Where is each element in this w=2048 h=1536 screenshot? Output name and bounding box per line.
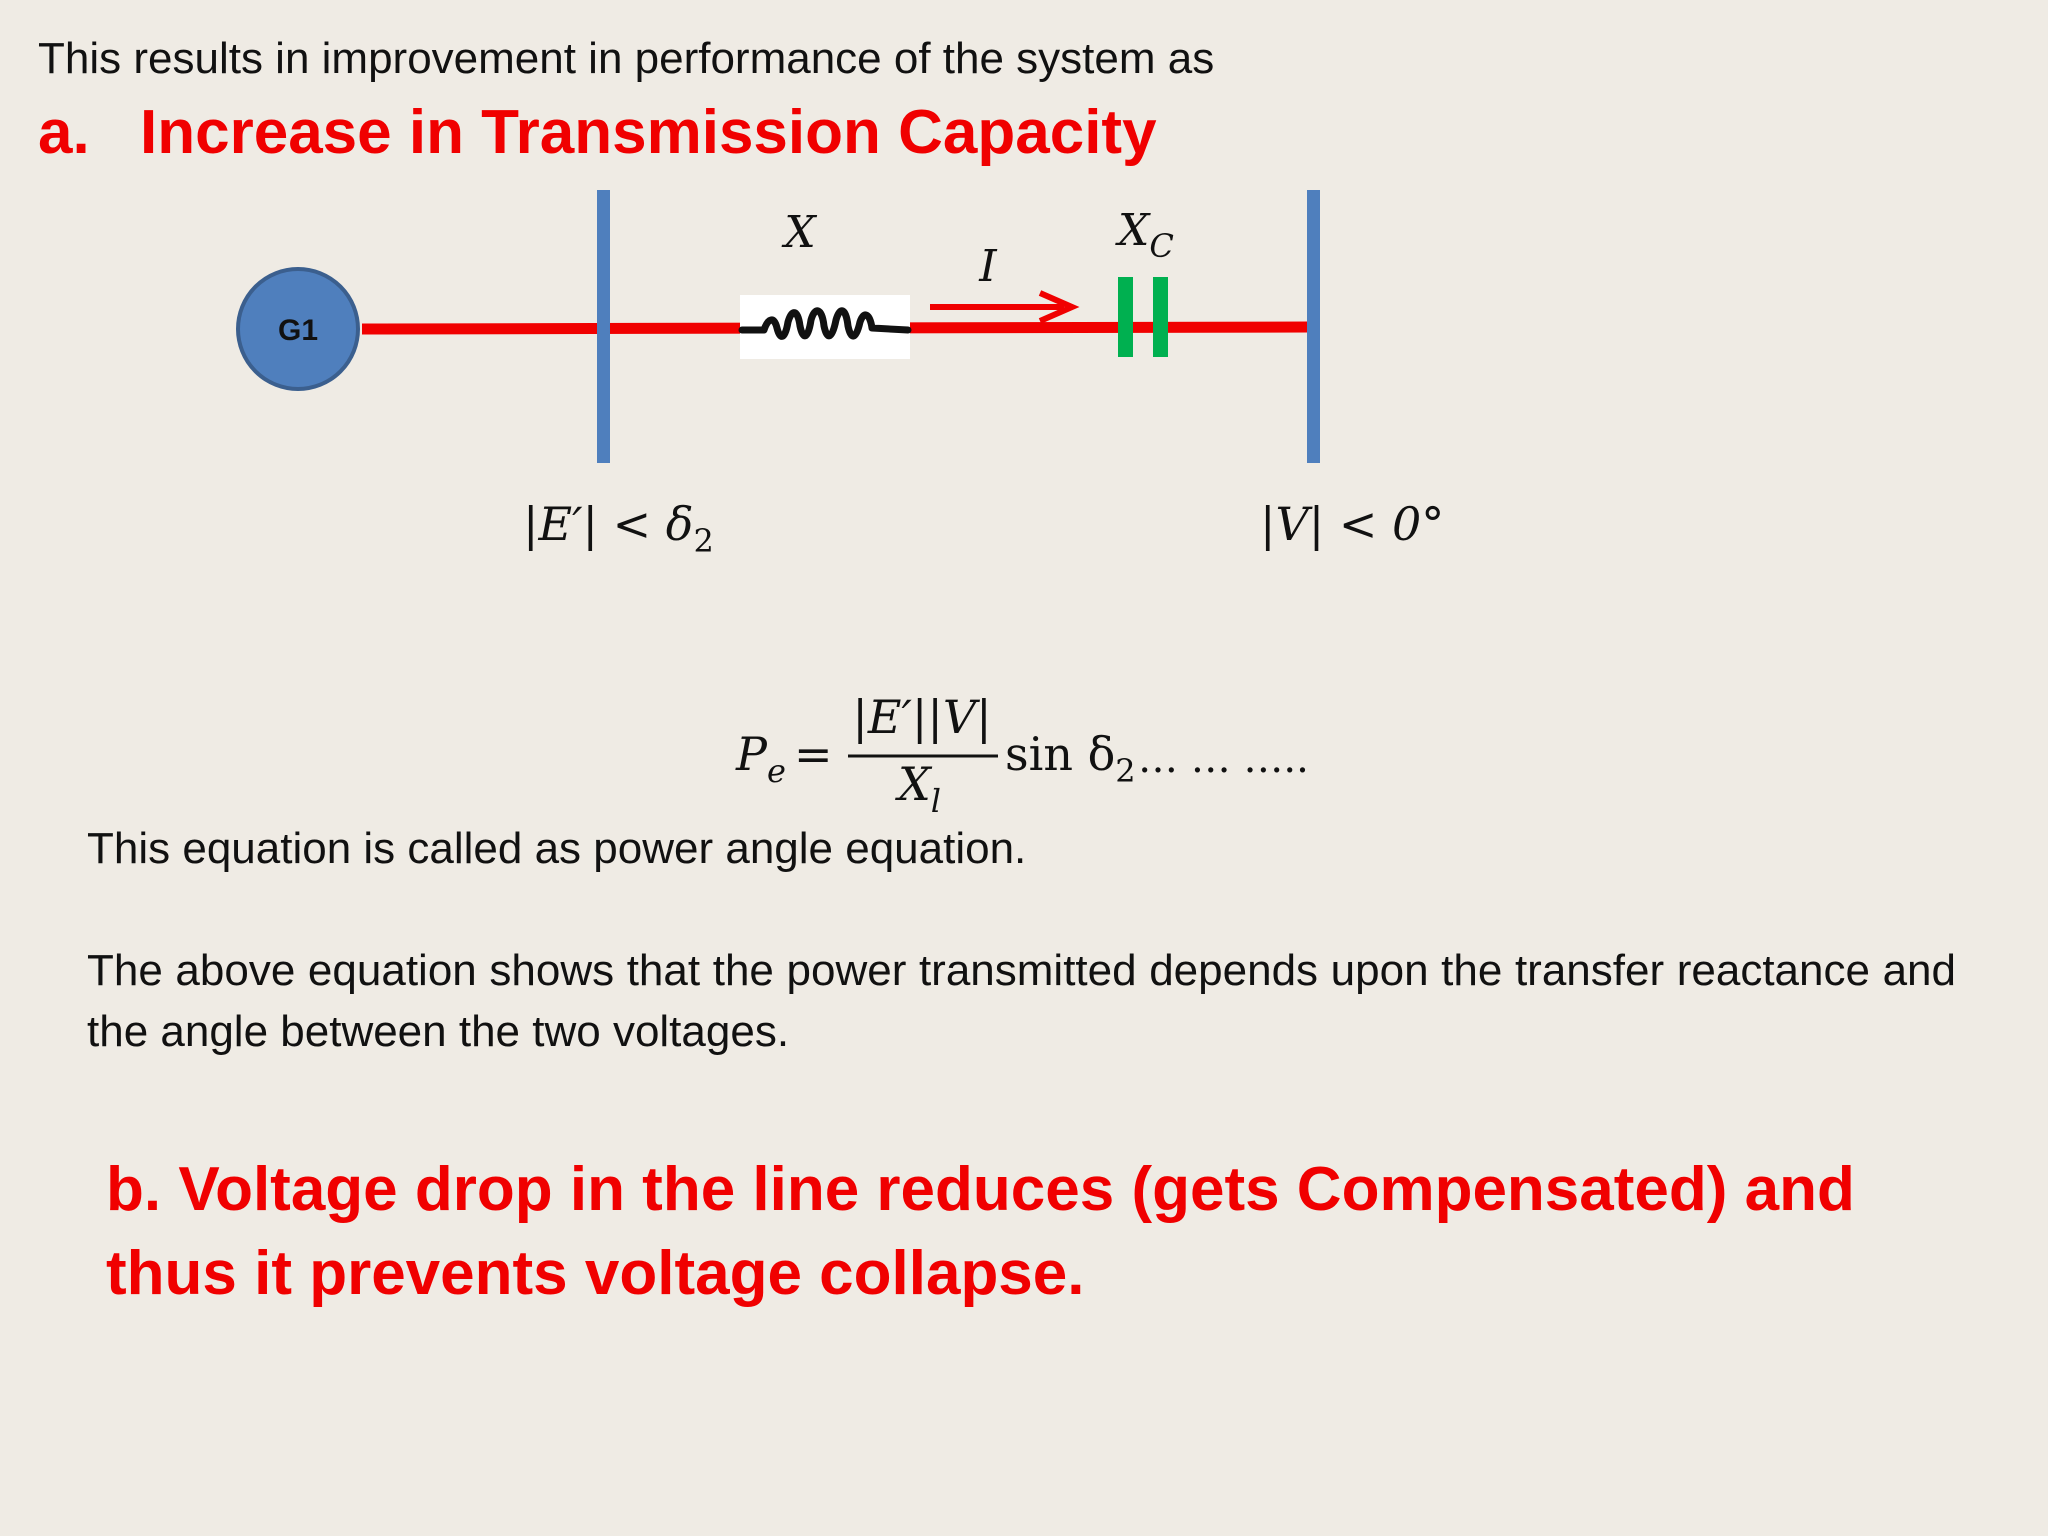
equation-dots: … … ….. (1138, 736, 1309, 782)
capacitor-label-sub: C (1149, 227, 1173, 265)
intro-text: This results in improvement in performan… (38, 34, 1215, 83)
section-a-title: Increase in Transmission Capacity (140, 98, 1157, 167)
section-a-marker: a. (38, 98, 90, 167)
power-angle-equation: Pe = |E′||V| Xl sin δ2 … … ….. (735, 690, 1309, 820)
bus-1 (597, 190, 610, 463)
equation-equals: = (794, 727, 833, 781)
reactance-label: X (781, 207, 817, 258)
equation-lhs: Pe (735, 727, 786, 790)
capacitor-label: XC (1115, 205, 1174, 265)
equation-denominator: Xl (895, 757, 941, 820)
equation-numerator: |E′||V| (852, 690, 991, 744)
generator-label: G1 (278, 314, 318, 347)
section-b-heading: b. Voltage drop in the line reduces (get… (106, 1155, 1855, 1308)
current-label: I (978, 241, 998, 292)
paragraph-2: The above equation shows that the power … (87, 946, 1956, 1056)
paragraph-1: This equation is called as power angle e… (87, 824, 1027, 873)
current-arrow (930, 290, 1080, 324)
equation-denominator-sub: l (931, 782, 941, 820)
section-a-heading: a. Increase in Transmission Capacity (38, 95, 1157, 171)
bus-1-voltage-sub: 2 (694, 522, 714, 560)
equation-function: sin δ2 (1005, 727, 1136, 790)
generator-symbol (236, 267, 360, 391)
reactance-symbol (738, 295, 912, 359)
equation-function-sub: 2 (1115, 752, 1135, 790)
capacitor-label-main: X (1115, 205, 1151, 256)
bus-2-voltage: |V| < 0° (1260, 497, 1444, 551)
bus-1-voltage: |E′| < δ2 (523, 497, 714, 560)
equation-lhs-main: P (735, 727, 768, 781)
equation-lhs-sub: e (767, 752, 786, 790)
capacitor-symbol (1118, 277, 1168, 357)
equation-function-main: sin δ (1005, 727, 1115, 781)
bus-1-voltage-main: |E′| < δ (523, 497, 694, 551)
bus-2 (1307, 190, 1320, 463)
equation-denominator-main: X (895, 757, 933, 811)
